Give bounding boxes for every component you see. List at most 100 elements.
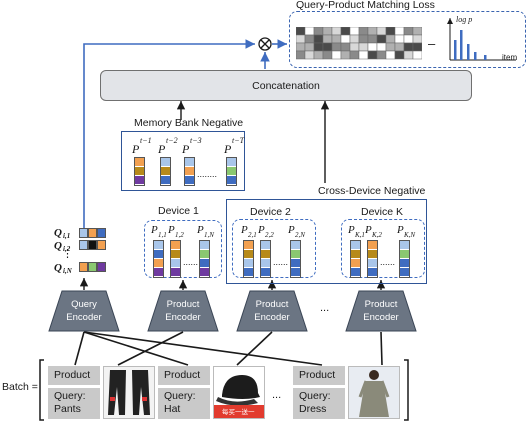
hat-banner-text: 每买一送一 xyxy=(222,409,255,416)
grid-cell xyxy=(412,42,423,52)
memory-bank-vector xyxy=(160,157,171,186)
grid-cell xyxy=(358,50,369,60)
device-product-vector xyxy=(399,240,410,278)
pants-icon xyxy=(104,367,154,418)
strip-cell xyxy=(200,268,209,277)
encoder-label-line2: Encoder xyxy=(165,312,201,323)
memory-bank-panel xyxy=(121,131,245,191)
query-subscript: i,N xyxy=(63,267,72,275)
strip-cell xyxy=(400,250,409,259)
strip-cell xyxy=(368,250,377,259)
memory-bank-label: P xyxy=(158,142,166,156)
grid-cell xyxy=(403,42,414,52)
device-product-label: P xyxy=(151,224,158,236)
dress-photo xyxy=(348,366,400,419)
grid-cell xyxy=(331,26,342,36)
concatenation-box: Concatenation xyxy=(100,70,472,101)
strip-cell xyxy=(291,250,300,259)
query-vector-cell xyxy=(97,240,106,250)
memory-bank-vector xyxy=(184,157,195,186)
grid-cell xyxy=(394,50,405,60)
strip-cell xyxy=(171,259,180,268)
strip-cell xyxy=(135,167,144,176)
strip-cell xyxy=(368,241,377,250)
device-dots: ...... xyxy=(380,257,396,267)
grid-cell xyxy=(349,26,360,36)
device-product-subscript: 1,1 xyxy=(158,231,167,239)
device-product-subscript: 2,2 xyxy=(265,231,274,239)
encoder-label-line2: Encoder xyxy=(66,312,102,323)
strip-cell xyxy=(161,167,170,176)
grid-cell xyxy=(385,34,396,44)
grid-cell xyxy=(340,42,351,52)
batch-query-cell xyxy=(158,388,210,419)
query-vector-cell xyxy=(88,240,97,250)
grid-cell xyxy=(385,42,396,52)
encoder-label-line1: Product xyxy=(166,299,200,310)
encoder-ellipsis: ... xyxy=(320,302,330,314)
hat-icon xyxy=(214,375,264,418)
query-flow-line xyxy=(83,39,255,228)
query-dots: ⋮ xyxy=(62,248,73,260)
grid-cell xyxy=(322,50,333,60)
memory-bank-title: Memory Bank Negative xyxy=(134,117,244,129)
device-2-box xyxy=(232,219,316,278)
memory-bank-dots: ........ xyxy=(197,169,218,179)
grid-cell xyxy=(367,34,378,44)
strip-cell xyxy=(244,250,253,259)
grid-cell xyxy=(367,42,378,52)
query-vector-cell xyxy=(88,228,97,238)
grid-cell xyxy=(331,42,342,52)
device-product-subscript: K,2 xyxy=(372,231,382,239)
grid-cell xyxy=(376,34,387,44)
device-3-title: Device K xyxy=(361,206,404,218)
device-product-label: P xyxy=(397,224,404,236)
batch-product-cell: Product xyxy=(158,366,210,385)
query-vector-cell xyxy=(97,262,106,272)
strip-cell xyxy=(291,241,300,250)
strip-cell xyxy=(261,250,270,259)
grid-cell xyxy=(295,42,306,52)
grid-cell xyxy=(358,42,369,52)
device-1-title: Device 1 xyxy=(158,205,199,217)
grid-cell xyxy=(412,26,423,36)
query-encoder xyxy=(48,290,120,332)
grid-cell xyxy=(313,42,324,52)
query-vector-cell xyxy=(97,228,106,238)
strip-cell xyxy=(154,241,163,250)
grid-cell xyxy=(322,34,333,44)
strip-cell xyxy=(261,268,270,277)
query-subscript: i,1 xyxy=(63,232,71,240)
device-dots: ...... xyxy=(183,257,199,267)
device-product-subscript: 1,2 xyxy=(175,231,184,239)
memory-bank-label: P xyxy=(182,142,190,156)
product-encoder xyxy=(147,290,219,332)
strip-cell xyxy=(171,250,180,259)
device-2-title: Device 2 xyxy=(250,206,291,218)
strip-cell xyxy=(200,241,209,250)
query-vector-cell xyxy=(88,262,97,272)
hat-photo: 每买一送一 xyxy=(213,366,265,419)
device-3-box xyxy=(341,219,425,278)
grid-cell xyxy=(358,34,369,44)
grid-cell xyxy=(367,50,378,60)
grid-cell xyxy=(313,26,324,36)
grid-cell xyxy=(412,34,423,44)
device-product-vector xyxy=(153,240,164,278)
strip-cell xyxy=(351,241,360,250)
grid-cell xyxy=(349,34,360,44)
query-label: Q xyxy=(54,227,62,239)
strip-cell xyxy=(200,259,209,268)
device-product-vector xyxy=(170,240,181,278)
strip-cell xyxy=(400,241,409,250)
device-product-label: P xyxy=(258,224,265,236)
cross-device-title: Cross-Device Negative xyxy=(318,185,426,197)
strip-cell xyxy=(261,259,270,268)
device-product-subscript: K,1 xyxy=(355,231,365,239)
strip-cell xyxy=(154,250,163,259)
memory-bank-vector xyxy=(134,157,145,186)
device-product-vector xyxy=(243,240,254,278)
strip-cell xyxy=(185,167,194,176)
batch-product-cell: Product xyxy=(48,366,100,385)
query-subscript: i,2 xyxy=(63,245,71,253)
